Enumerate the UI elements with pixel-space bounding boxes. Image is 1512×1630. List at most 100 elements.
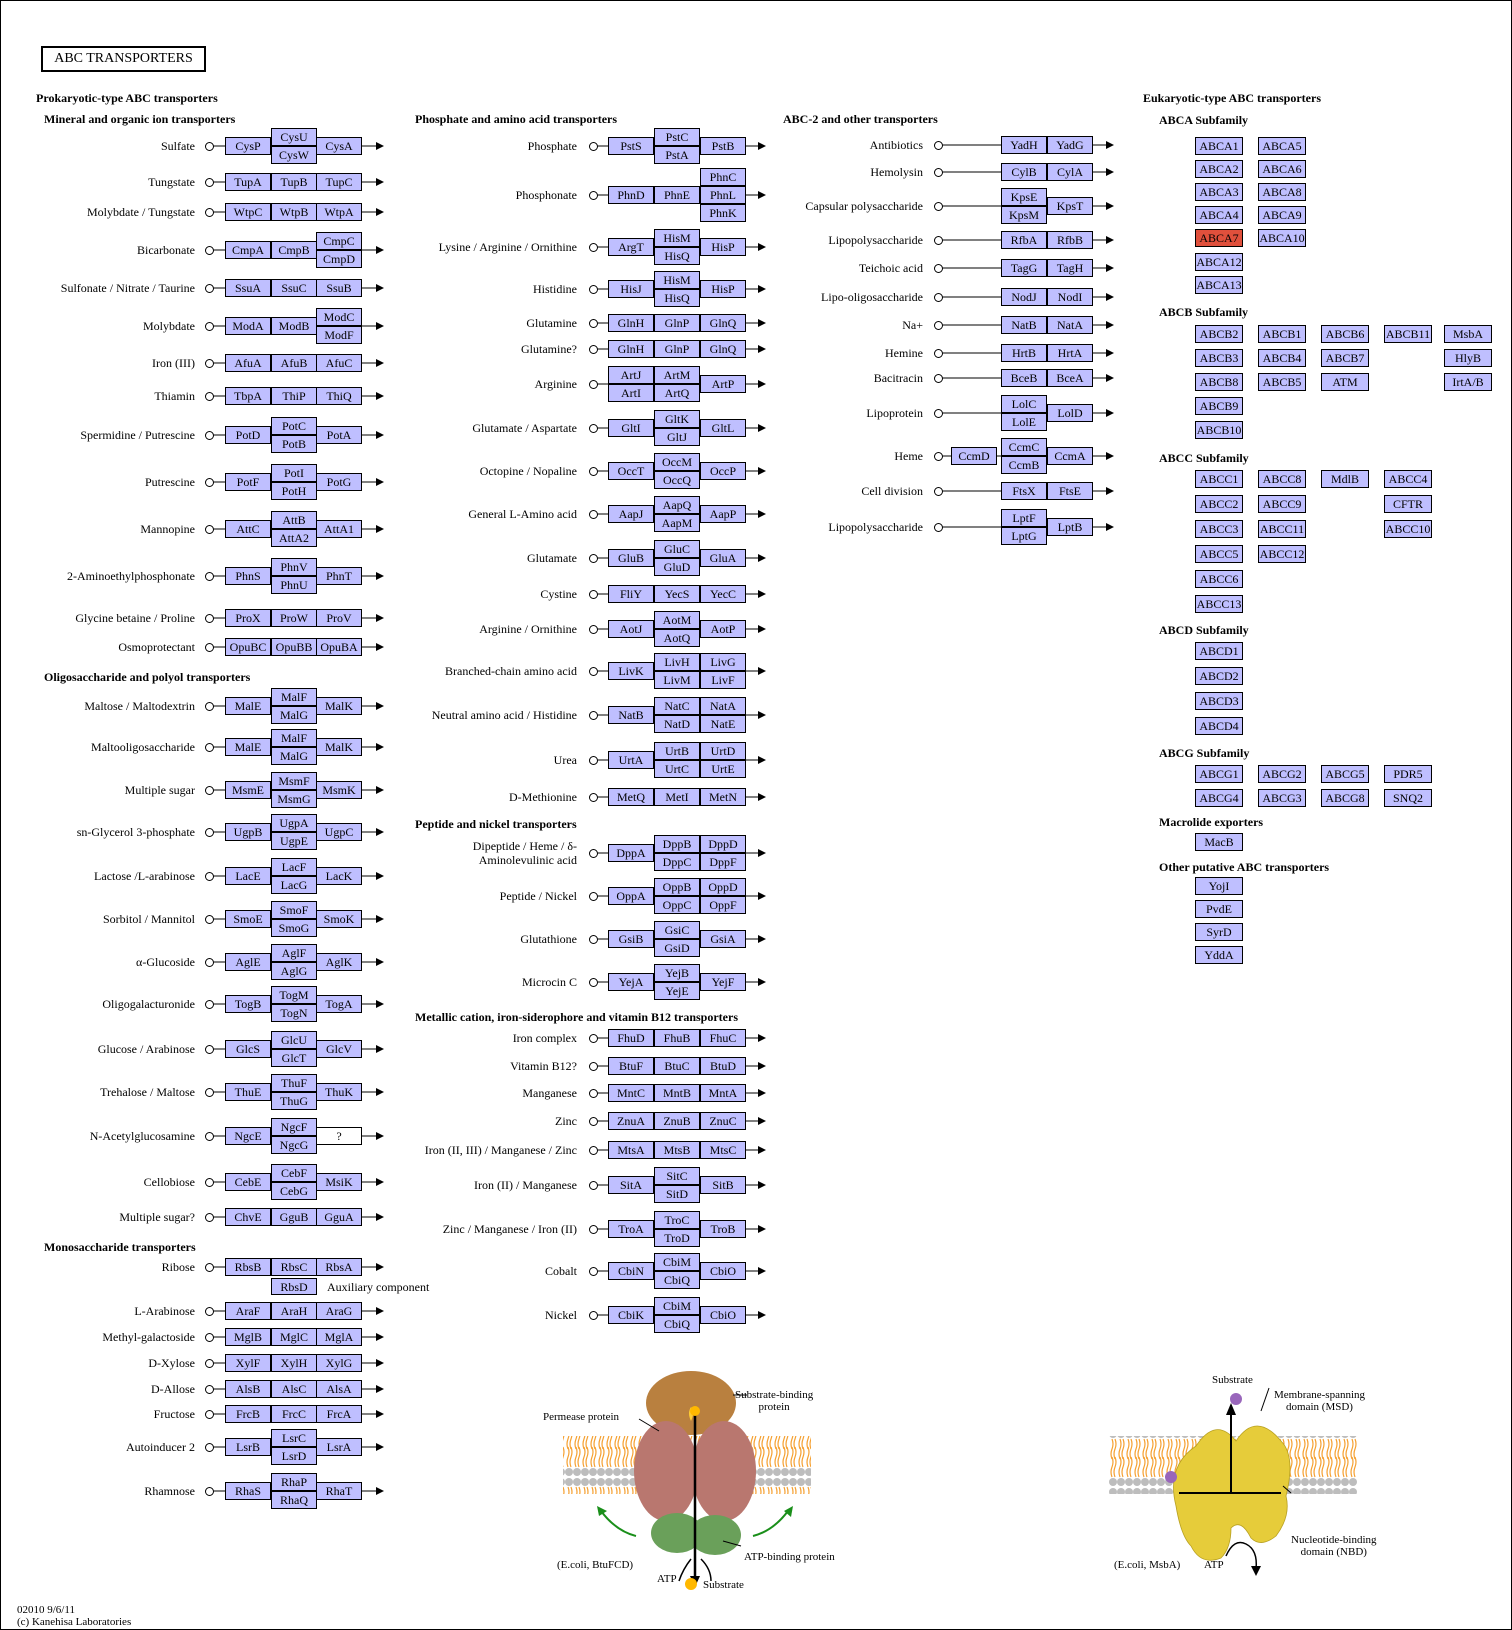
gene-box-cmpd[interactable]: CmpD xyxy=(316,250,362,268)
gene-box-sitb[interactable]: SitB xyxy=(700,1176,746,1194)
gene-box-abca5[interactable]: ABCA5 xyxy=(1258,137,1306,155)
gene-box-abcc6[interactable]: ABCC6 xyxy=(1195,570,1243,588)
gene-box-oppf[interactable]: OppF xyxy=(700,896,746,914)
substrate-node-icon[interactable] xyxy=(588,1033,598,1043)
gene-box-abca3[interactable]: ABCA3 xyxy=(1195,183,1243,201)
substrate-node-icon[interactable] xyxy=(204,642,214,652)
gene-box-rhat[interactable]: RhaT xyxy=(316,1482,362,1500)
gene-box-wtpc[interactable]: WtpC xyxy=(225,203,271,221)
gene-box-ngcg[interactable]: NgcG xyxy=(271,1136,317,1154)
gene-box-abcb8[interactable]: ABCB8 xyxy=(1195,373,1243,391)
gene-box-afua[interactable]: AfuA xyxy=(225,354,271,372)
gene-box-abcg5[interactable]: ABCG5 xyxy=(1321,765,1369,783)
gene-box-mtsb[interactable]: MtsB xyxy=(654,1141,700,1159)
gene-box-msmg[interactable]: MsmG xyxy=(271,790,317,808)
gene-box-macb[interactable]: MacB xyxy=(1195,833,1243,851)
gene-box-occq[interactable]: OccQ xyxy=(654,471,700,489)
gene-box-mglb[interactable]: MglB xyxy=(225,1328,271,1346)
gene-box-lold[interactable]: LolD xyxy=(1047,404,1093,422)
gene-box-tagg[interactable]: TagG xyxy=(1001,259,1047,277)
gene-box-occp[interactable]: OccP xyxy=(700,462,746,480)
gene-box-potc[interactable]: PotC xyxy=(271,417,317,435)
gene-box-glud[interactable]: GluD xyxy=(654,558,700,576)
gene-box-msmk[interactable]: MsmK xyxy=(316,781,362,799)
gene-box-hrta[interactable]: HrtA xyxy=(1047,344,1093,362)
gene-box-cbim[interactable]: CbiM xyxy=(654,1297,700,1315)
gene-box-yecc[interactable]: YecC xyxy=(700,585,746,603)
gene-box-modf[interactable]: ModF xyxy=(316,326,362,344)
gene-box-lsra[interactable]: LsrA xyxy=(316,1438,362,1456)
substrate-node-icon[interactable] xyxy=(588,1088,598,1098)
gene-box-bcea[interactable]: BceA xyxy=(1047,369,1093,387)
gene-box-malk[interactable]: MalK xyxy=(316,697,362,715)
gene-box-yeje[interactable]: YejE xyxy=(654,982,700,1000)
gene-box-yejf[interactable]: YejF xyxy=(700,973,746,991)
gene-box-hisj[interactable]: HisJ xyxy=(608,280,654,298)
gene-box-thuf[interactable]: ThuF xyxy=(271,1074,317,1092)
gene-box-hisp[interactable]: HisP xyxy=(700,280,746,298)
gene-box-modb[interactable]: ModB xyxy=(271,317,317,335)
gene-box-atm[interactable]: ATM xyxy=(1321,373,1369,391)
gene-box-glnh[interactable]: GlnH xyxy=(608,340,654,358)
substrate-node-icon[interactable] xyxy=(204,1087,214,1097)
gene-box-aglf[interactable]: AglF xyxy=(271,944,317,962)
substrate-node-icon[interactable] xyxy=(588,318,598,328)
gene-box-argt[interactable]: ArgT xyxy=(608,238,654,256)
substrate-node-icon[interactable] xyxy=(588,710,598,720)
gene-box-pdr5[interactable]: PDR5 xyxy=(1384,765,1432,783)
gene-box-rbsd[interactable]: RbsD xyxy=(271,1278,317,1295)
gene-box-ssua[interactable]: SsuA xyxy=(225,279,271,297)
gene-box-dppf[interactable]: DppF xyxy=(700,853,746,871)
substrate-node-icon[interactable] xyxy=(588,1061,598,1071)
gene-box-yadg[interactable]: YadG xyxy=(1047,136,1093,154)
gene-box-kpse[interactable]: KpsE xyxy=(1001,188,1047,206)
substrate-node-icon[interactable] xyxy=(204,1409,214,1419)
substrate-node-icon[interactable] xyxy=(204,430,214,440)
gene-box-glua[interactable]: GluA xyxy=(700,549,746,567)
substrate-node-icon[interactable] xyxy=(204,871,214,881)
gene-box-prox[interactable]: ProX xyxy=(225,609,271,627)
gene-box-ugpc[interactable]: UgpC xyxy=(316,823,362,841)
gene-box-aotp[interactable]: AotP xyxy=(700,620,746,638)
gene-box-lptf[interactable]: LptF xyxy=(1001,509,1047,527)
gene-box-aapm[interactable]: AapM xyxy=(654,514,700,532)
gene-box-fhub[interactable]: FhuB xyxy=(654,1029,700,1047)
gene-box-livk[interactable]: LivK xyxy=(608,662,654,680)
gene-box-abcb9[interactable]: ABCB9 xyxy=(1195,397,1243,415)
gene-box-pvde[interactable]: PvdE xyxy=(1195,900,1243,918)
substrate-node-icon[interactable] xyxy=(933,320,943,330)
gene-box-abcg3[interactable]: ABCG3 xyxy=(1258,789,1306,807)
substrate-node-icon[interactable] xyxy=(933,292,943,302)
gene-box-oppa[interactable]: OppA xyxy=(608,887,654,905)
gene-box-cbin[interactable]: CbiN xyxy=(608,1262,654,1280)
gene-box-phne[interactable]: PhnE xyxy=(654,186,700,204)
gene-box-male[interactable]: MalE xyxy=(225,738,271,756)
substrate-node-icon[interactable] xyxy=(588,242,598,252)
gene-box-abcd1[interactable]: ABCD1 xyxy=(1195,642,1243,660)
gene-box-gluc[interactable]: GluC xyxy=(654,540,700,558)
gene-box-thip[interactable]: ThiP xyxy=(271,387,317,405)
gene-box-hism[interactable]: HisM xyxy=(654,229,700,247)
gene-box-abcc8[interactable]: ABCC8 xyxy=(1258,470,1306,488)
gene-box-yoji[interactable]: YojI xyxy=(1195,877,1243,895)
gene-box-urte[interactable]: UrtE xyxy=(700,760,746,778)
gene-box-phnl[interactable]: PhnL xyxy=(700,186,746,204)
gene-box-kpst[interactable]: KpsT xyxy=(1047,197,1093,215)
gene-box-nodi[interactable]: NodI xyxy=(1047,288,1093,306)
substrate-node-icon[interactable] xyxy=(204,1044,214,1054)
substrate-node-icon[interactable] xyxy=(204,283,214,293)
gene-box-attc[interactable]: AttC xyxy=(225,520,271,538)
gene-box-ngce[interactable]: NgcE xyxy=(225,1127,271,1145)
gene-box-dppb[interactable]: DppB xyxy=(654,835,700,853)
gene-box-ugpa[interactable]: UgpA xyxy=(271,814,317,832)
gene-box-hism[interactable]: HisM xyxy=(654,271,700,289)
gene-box-oppb[interactable]: OppB xyxy=(654,878,700,896)
substrate-node-icon[interactable] xyxy=(204,742,214,752)
gene-box-ccmb[interactable]: CcmB xyxy=(1001,456,1047,474)
gene-box-malg[interactable]: MalG xyxy=(271,747,317,765)
substrate-node-icon[interactable] xyxy=(588,466,598,476)
gene-box-cbio[interactable]: CbiO xyxy=(700,1306,746,1324)
gene-box-cmpc[interactable]: CmpC xyxy=(316,232,362,250)
substrate-node-icon[interactable] xyxy=(204,1177,214,1187)
gene-box-abcc3[interactable]: ABCC3 xyxy=(1195,520,1243,538)
